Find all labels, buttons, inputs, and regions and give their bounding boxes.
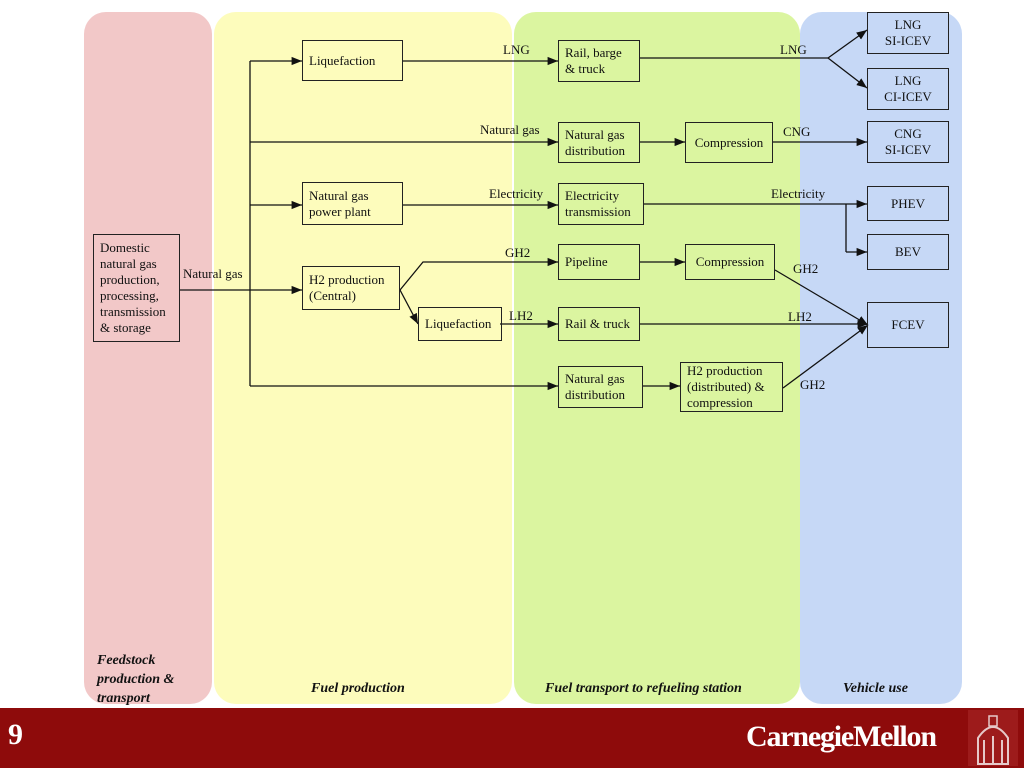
flow-label-gh2-2: GH2 [793,261,819,276]
node-text: Electricity [565,188,620,203]
node-liquefaction-lh2: Liquefaction [418,307,502,341]
lane-vehicle-use [800,12,962,704]
edge-to-liquefaction-lh2 [399,289,419,325]
node-text: BEV [895,244,921,259]
edge-to-lng-ci [827,57,868,89]
footer-bar [0,708,1024,768]
flow-label-lng-2: LNG [780,42,807,57]
node-text: Compression [695,254,765,269]
node-text: Rail, barge [565,45,622,60]
node-text: Natural gas [309,187,369,203]
building-seal-icon [968,710,1018,766]
node-text: natural gas [100,256,157,271]
flow-label-electricity-2: Electricity [771,186,826,201]
edge-to-lng-si [827,29,868,59]
flow-label-gh2-1: GH2 [505,245,531,260]
node-text: distribution [565,387,625,402]
node-text: Liquefaction [309,52,376,68]
node-rail-barge-truck: Rail, barge & truck [558,40,640,82]
lane-fuel-transport [514,12,800,704]
node-text: transmission [100,304,166,319]
page-number: 9 [8,718,23,751]
lane-title-feedstock: Feedstock production & transport [97,651,174,708]
node-text: Liquefaction [425,316,492,331]
node-text: (distributed) & [687,379,765,394]
node-text: Pipeline [565,254,608,269]
node-domestic-production: Domestic natural gas production, process… [93,234,180,342]
node-text: SI-ICEV [884,33,932,48]
node-text: transmission [565,204,631,219]
node-cng-si-icev: CNG SI-ICEV [867,121,949,163]
node-ng-power-plant: Natural gas power plant [302,182,403,225]
node-lng-si-icev: LNG SI-ICEV [867,12,949,54]
node-ng-distribution-1: Natural gas distribution [558,122,640,163]
lane-title-fuel-transport: Fuel transport to refueling station [545,681,742,696]
node-h2-production-distributed: H2 production (distributed) & compressio… [680,362,783,412]
node-electricity-transmission: Electricity transmission [558,183,644,225]
node-text: production, [100,272,160,287]
flow-label-lh2-2: LH2 [788,309,812,324]
node-text: (Central) [309,288,356,303]
lane-feedstock [84,12,212,704]
lane-title-line: production & [97,672,175,687]
node-compression-gh2: Compression [685,244,775,280]
lane-fuel-production [214,12,512,704]
node-text: CNG [894,126,922,141]
node-text: CI-ICEV [884,89,932,104]
lane-title-fuel-production: Fuel production [311,681,405,696]
node-text: Domestic [100,240,150,255]
node-text: Rail & truck [565,316,630,331]
node-lng-ci-icev: LNG CI-ICEV [867,68,949,110]
node-pipeline: Pipeline [558,244,640,280]
node-bev: BEV [867,234,949,270]
node-rail-truck: Rail & truck [558,307,640,341]
edge-gh2-3 [782,324,869,389]
node-text: Compression [694,134,764,150]
lane-title-vehicle-use: Vehicle use [843,681,908,696]
node-text: Natural gas [565,126,625,142]
node-fcev: FCEV [867,302,949,348]
node-h2-production-central: H2 production (Central) [302,266,400,310]
node-phev: PHEV [867,186,949,221]
flow-label-electricity-1: Electricity [489,186,544,201]
node-compression-cng: Compression [685,122,773,163]
node-text: distribution [565,142,625,158]
lane-title-line: Feedstock [97,653,156,668]
node-text: LNG [894,73,922,88]
flow-label-natural-gas-2: Natural gas [480,122,540,137]
node-text: processing, [100,288,159,303]
university-logo: CarnegieMellon [746,720,937,753]
edge-gh2-1 [399,257,558,291]
node-ng-distribution-2: Natural gas distribution [558,366,643,408]
edge-gh2-2 [774,269,869,326]
node-text: compression [687,395,753,410]
node-text: FCEV [891,317,925,332]
flow-label-lh2-1: LH2 [509,308,533,323]
node-text: SI-ICEV [884,142,932,157]
flow-label-natural-gas-main: Natural gas [183,266,243,281]
node-text: & truck [565,61,606,76]
flow-label-cng: CNG [783,124,811,139]
node-text: & storage [100,320,151,335]
node-text: LNG [894,17,922,32]
node-text: H2 production [687,363,763,378]
flow-label-lng-1: LNG [503,42,530,57]
flow-label-gh2-3: GH2 [800,377,826,392]
node-text: power plant [309,203,371,219]
node-text: PHEV [891,195,925,211]
node-text: Natural gas [565,371,625,386]
node-text: H2 production [309,272,385,287]
node-liquefaction: Liquefaction [302,40,403,81]
lane-title-line: transport [97,691,150,706]
